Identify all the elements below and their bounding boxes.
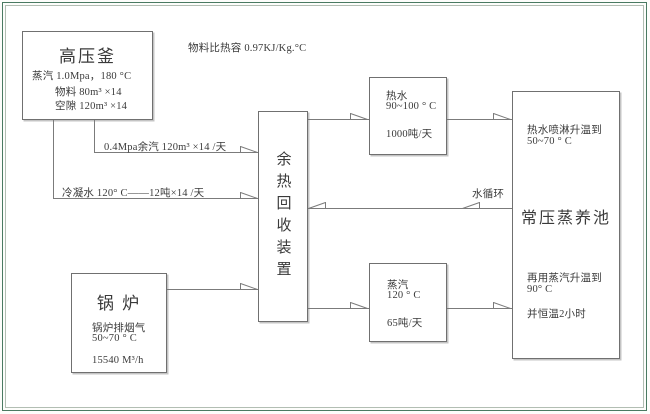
boiler-box: 锅 炉 锅炉排烟气 50~70 ° C 15540 M³/h (71, 273, 167, 373)
boiler-temp-label: 50~70 ° C (92, 333, 137, 344)
specific-heat-note: 物料比热容 0.97KJ/Kg.°C (188, 43, 307, 54)
curing-pool-box: 热水喷淋升温到 50~70 ° C 常压蒸养池 再用蒸汽升温到 90° C 并恒… (512, 91, 620, 359)
surplus-steam-label: 0.4Mpa余汽 120m³ ×14 /天 (104, 142, 227, 153)
pool-steam-line2: 90° C (527, 284, 553, 295)
autoclave-title: 高压釜 (59, 47, 116, 66)
heat-recovery-title: 余热回收装置 (274, 150, 291, 283)
arrowhead-water-cycle-left-icon (308, 201, 326, 209)
curing-pool-title: 常压蒸养池 (520, 210, 611, 227)
arrowhead-hotwater-to-pool-icon (493, 112, 511, 120)
arrowhead-to-hotwater-icon (350, 112, 368, 120)
autoclave-void-label: 空隙 120m³ ×14 (55, 101, 128, 112)
arrowhead-water-cycle-mid-icon (462, 201, 480, 209)
pool-spray-line2: 50~70 ° C (527, 136, 572, 147)
surplus-steam-drop-line (94, 120, 95, 152)
boiler-flow-label: 15540 M³/h (92, 355, 144, 366)
steam-name: 蒸汽 (387, 280, 409, 291)
condensate-drop-line (53, 120, 54, 198)
water-cycle-label: 水循环 (472, 189, 505, 200)
boiler-flue-gas-label: 锅炉排烟气 (92, 323, 146, 334)
heat-recovery-box: 余热回收装置 (258, 111, 308, 322)
boiler-title: 锅 炉 (96, 294, 142, 313)
water-cycle-line (308, 208, 512, 209)
steam-flow: 65吨/天 (387, 318, 423, 329)
arrowhead-boiler-flue-icon (240, 282, 258, 290)
pool-spray-line1: 热水喷淋升温到 (527, 125, 602, 136)
steam-to-pool-line (447, 308, 512, 309)
condensate-label: 冷凝水 120° C——12吨×14 /天 (62, 188, 205, 199)
steam-box: 蒸汽 120 ° C 65吨/天 (369, 263, 447, 342)
arrowhead-steam-to-pool-icon (493, 301, 511, 309)
pool-hold-label: 并恒温2小时 (527, 309, 586, 320)
recovery-to-hotwater-line (308, 119, 369, 120)
hotwater-to-pool-line (447, 119, 512, 120)
autoclave-box: 高压釜 蒸汽 1.0Mpa，180 °C 物料 80m³ ×14 空隙 120m… (22, 31, 153, 120)
hot-water-name: 热水 (386, 91, 408, 102)
steam-temp: 120 ° C (387, 290, 421, 301)
hot-water-temp: 90~100 ° C (386, 101, 437, 112)
autoclave-steam-label: 蒸汽 1.0Mpa，180 °C (32, 71, 132, 82)
recovery-to-steam-line (308, 308, 369, 309)
autoclave-material-label: 物料 80m³ ×14 (55, 87, 122, 98)
surplus-steam-line (94, 152, 258, 153)
hot-water-flow: 1000吨/天 (386, 129, 433, 140)
hot-water-box: 热水 90~100 ° C 1000吨/天 (369, 77, 447, 155)
arrowhead-surplus-steam-icon (240, 145, 258, 153)
arrowhead-to-steam-icon (350, 301, 368, 309)
boiler-flue-line (167, 289, 258, 290)
condensate-line (53, 198, 258, 199)
arrowhead-condensate-icon (240, 191, 258, 199)
pool-steam-line1: 再用蒸汽升温到 (527, 273, 602, 284)
